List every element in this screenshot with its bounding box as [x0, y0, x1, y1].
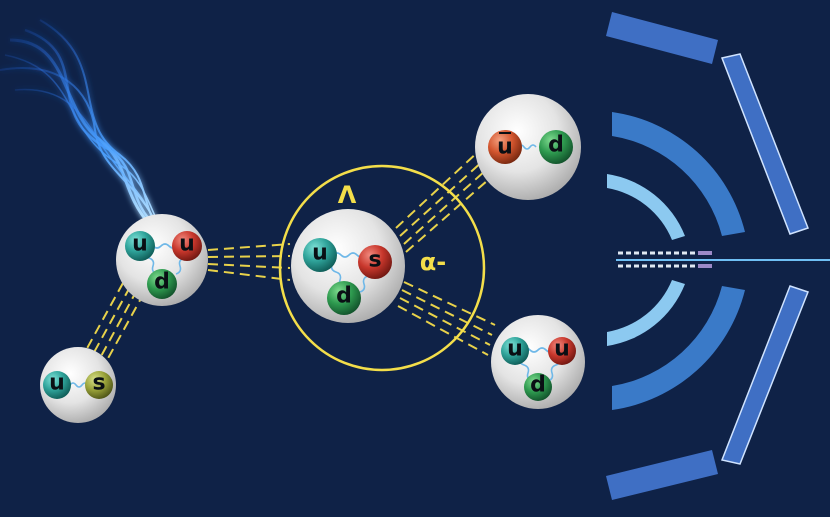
- quark-label: u: [312, 241, 328, 266]
- alpha-label: α-: [420, 248, 446, 276]
- proton-particle: u u d: [116, 214, 208, 306]
- kaon-particle: u s: [40, 347, 116, 423]
- detector-arc-icon: [607, 174, 685, 240]
- quark-label: d: [154, 270, 170, 295]
- quark-label: s: [368, 248, 381, 273]
- detector-arc-icon: [607, 280, 685, 346]
- lambda-particle: u s d: [291, 209, 405, 323]
- beam-marker: [698, 264, 712, 268]
- lambda-decay-ring: [278, 164, 486, 372]
- detector: [606, 12, 830, 500]
- gluon-spring-icon: [69, 382, 89, 388]
- quark-label: u: [132, 232, 148, 257]
- detector-arc-icon: [612, 286, 745, 410]
- beam-segments: [618, 251, 700, 268]
- connection-lines: [84, 149, 496, 363]
- detector-outer-slab-bottom: [606, 450, 718, 500]
- nucleon-particle: u u d: [491, 315, 585, 409]
- particle-sphere-icon: [475, 94, 581, 200]
- beam-marker: [698, 251, 712, 255]
- lambda-label: Λ: [338, 181, 357, 209]
- quark-label: u: [49, 371, 65, 396]
- detector-outer-slab-top: [606, 12, 718, 64]
- quark-label: s: [92, 371, 105, 396]
- pion-particle: u d: [475, 94, 581, 200]
- quark-label: u: [497, 135, 513, 160]
- quark-label: u: [554, 337, 570, 362]
- detector-outer-slab-upper: [720, 53, 809, 235]
- quark-label: d: [530, 373, 546, 398]
- quark-label: d: [336, 284, 352, 309]
- detector-arc-icon: [612, 112, 745, 236]
- particle-sphere-icon: [40, 347, 116, 423]
- quark-label: u: [179, 232, 195, 257]
- detector-outer-slab-lower: [720, 285, 809, 465]
- particle-sphere-icon: [291, 209, 405, 323]
- light-beam-icon: [0, 19, 163, 231]
- quark-label: u: [507, 337, 523, 362]
- quark-label: d: [548, 133, 564, 158]
